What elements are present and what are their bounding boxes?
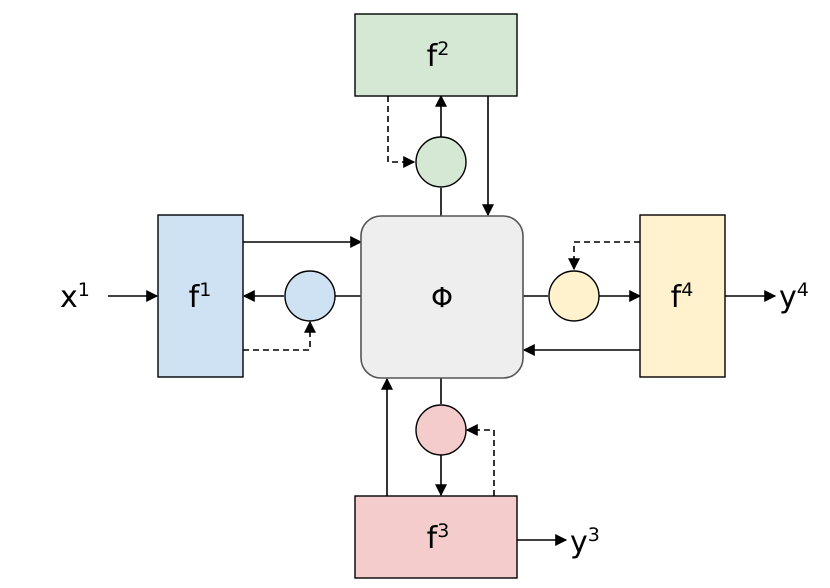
edge-f4-feedback-gate4 <box>568 241 640 271</box>
f1-box <box>157 214 244 378</box>
phi-label: Φ <box>431 281 453 314</box>
gate-3-circle <box>415 404 467 456</box>
f2-box <box>354 13 518 97</box>
f4-label: f4 <box>671 279 694 315</box>
edge-f2-feedback-gate2 <box>387 96 416 168</box>
f4-box <box>639 214 726 378</box>
f3-label: f3 <box>427 520 450 556</box>
gate-4-circle <box>548 270 600 322</box>
output-y3-label: y3 <box>570 524 600 560</box>
edge-f3-feedback-gate3 <box>465 424 495 496</box>
f2-label: f2 <box>427 38 450 74</box>
input-x1-label: x1 <box>60 279 90 315</box>
phi-node <box>360 215 524 379</box>
gate-2-circle <box>415 136 467 188</box>
edge-f1-feedback-gate1 <box>243 320 316 351</box>
gate-1-circle <box>284 270 336 322</box>
f1-label: f1 <box>189 279 212 315</box>
f3-box <box>354 495 518 579</box>
output-y4-label: y4 <box>779 279 809 315</box>
